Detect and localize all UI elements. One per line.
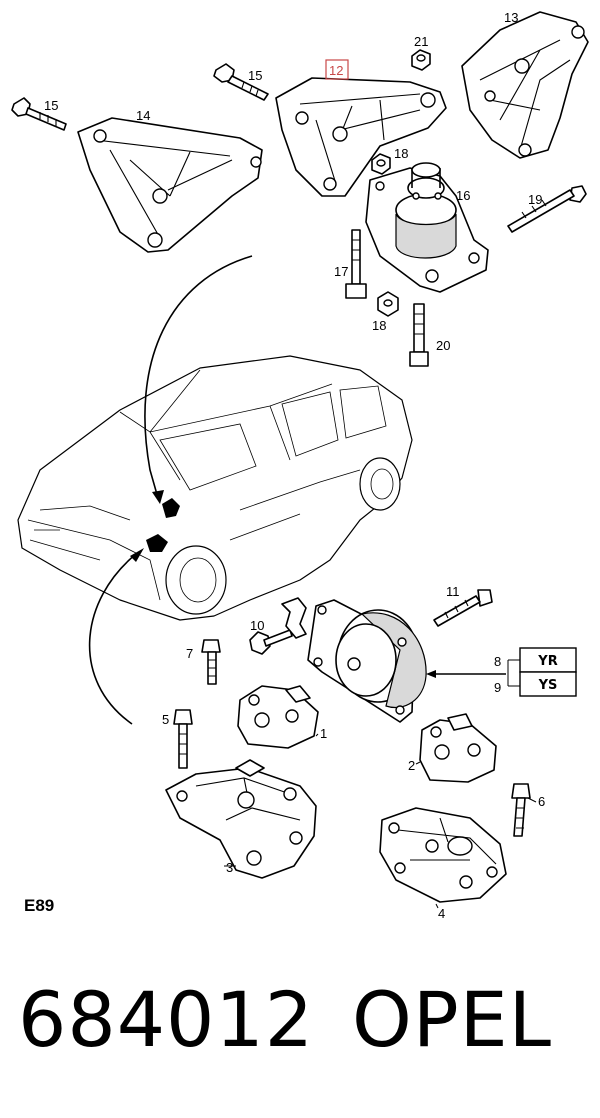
callout-5: 5 xyxy=(162,712,169,727)
bracket-2[interactable] xyxy=(419,713,497,783)
callout-15-middle: 15 xyxy=(248,68,262,83)
mount-location-lower xyxy=(146,534,168,552)
bracket-1[interactable] xyxy=(237,685,319,749)
bracket-4[interactable] xyxy=(379,807,507,903)
callout-2: 2 xyxy=(408,758,415,773)
bracket-12[interactable] xyxy=(275,77,447,197)
callout-20: 20 xyxy=(436,338,450,353)
callout-18-top: 18 xyxy=(394,146,408,161)
mount-location-upper xyxy=(162,498,180,518)
callout-9: 9 xyxy=(494,680,501,695)
bolt-15-middle[interactable] xyxy=(213,63,269,101)
engine-mount-16[interactable] xyxy=(365,162,489,293)
part-number: 684012 xyxy=(18,975,315,1064)
arrowhead-lower xyxy=(130,548,144,562)
callout-6: 6 xyxy=(538,794,545,809)
callout-21: 21 xyxy=(414,34,428,49)
variant-table: YR YS xyxy=(426,647,577,697)
footer: 684012 OPEL xyxy=(0,975,600,1085)
callout-13: 13 xyxy=(504,10,518,25)
arrow-to-upper-mount xyxy=(144,255,253,499)
nut-18-top[interactable] xyxy=(371,153,391,175)
callout-17: 17 xyxy=(334,264,348,279)
bracket-13[interactable] xyxy=(461,11,589,159)
arrow-to-lower-mount xyxy=(88,553,137,725)
arrowhead-upper xyxy=(152,490,164,504)
bracket-3[interactable] xyxy=(165,759,317,879)
bolt-20[interactable] xyxy=(409,303,429,367)
callout-12-highlight xyxy=(325,59,349,80)
bolt-19[interactable] xyxy=(507,185,587,233)
callout-4: 4 xyxy=(438,906,445,921)
callout-18-lower: 18 xyxy=(372,318,386,333)
bolt-10[interactable] xyxy=(249,629,293,655)
callout-15-left: 15 xyxy=(44,98,58,113)
callout-14: 14 xyxy=(136,108,150,123)
brand-name: OPEL xyxy=(352,975,553,1064)
bolt-6[interactable] xyxy=(511,783,531,837)
bolt-15-left[interactable] xyxy=(11,97,67,131)
bolt-11[interactable] xyxy=(433,589,493,627)
callout-7: 7 xyxy=(186,646,193,661)
nut-18-lower[interactable] xyxy=(377,291,399,317)
bolt-5[interactable] xyxy=(173,709,193,769)
callout-8: 8 xyxy=(494,654,501,669)
bracket-14[interactable] xyxy=(77,117,263,253)
callout-10: 10 xyxy=(250,618,264,633)
bolt-7[interactable] xyxy=(201,639,221,685)
bolt-17[interactable] xyxy=(345,229,367,299)
parts-diagram: YR YS xyxy=(11,10,589,921)
callout-1: 1 xyxy=(320,726,327,741)
transmission-mount[interactable] xyxy=(307,599,427,723)
car-illustration xyxy=(17,355,413,621)
variant-code-yr: YR xyxy=(537,654,557,669)
diagram-code: E89 xyxy=(24,896,55,915)
clip-bracket[interactable] xyxy=(281,597,307,639)
nut-21[interactable] xyxy=(411,49,431,71)
callout-16: 16 xyxy=(456,188,470,203)
callout-12: 12 xyxy=(329,63,343,78)
variant-code-ys: YS xyxy=(538,678,558,693)
callout-3: 3 xyxy=(226,860,233,875)
callout-11: 11 xyxy=(446,584,460,599)
callout-19: 19 xyxy=(528,192,542,207)
